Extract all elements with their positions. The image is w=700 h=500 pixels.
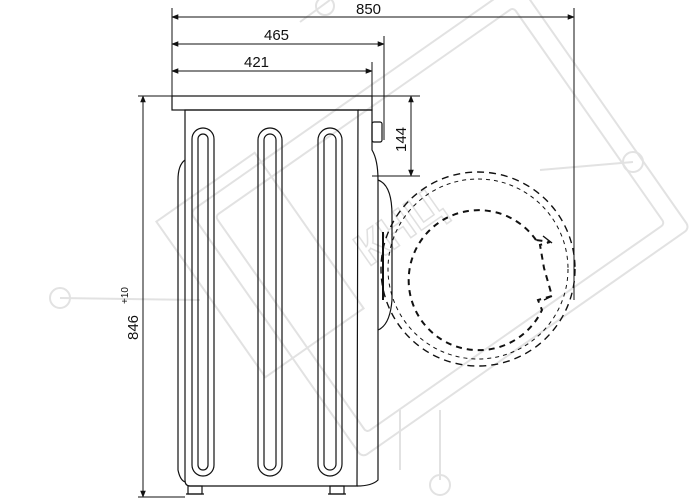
door-outer-ring [380,171,576,367]
rib-3 [317,127,343,477]
side-ribs [191,127,343,477]
dimension-465: 465 [171,27,385,47]
dimension-421: 421 [171,54,373,74]
rib-2-inner [263,133,277,471]
dimension-850: 850 [171,1,575,20]
cabinet [184,109,359,487]
washing-machine-body [171,95,393,495]
door-glass [407,209,554,352]
door-open [380,171,576,367]
extension-lines [138,8,575,498]
rib-1-inner [197,133,209,471]
dimension-850-label: 850 [356,1,381,18]
watermark [49,0,689,496]
foot-right [329,485,345,495]
dimension-846-label: 846 [125,315,142,340]
door-hinge [377,179,393,331]
rib-2 [257,127,283,477]
dimension-144-label: 144 [393,127,410,152]
door-outer-ring-2 [387,178,569,360]
top-panel [171,95,373,111]
watermark-text: КНЦ [345,178,453,275]
control-knob [371,121,383,143]
dimension-846-tolerance: +10 [120,287,131,304]
front-panel [356,109,379,487]
dimension-421-label: 421 [244,54,269,71]
foot-left [187,485,203,495]
dimension-465-label: 465 [264,27,289,44]
rib-3-inner [323,133,337,471]
dimension-144: 144 [393,95,414,177]
rib-1 [191,127,215,477]
dimension-846: 846 +10 [120,95,146,498]
